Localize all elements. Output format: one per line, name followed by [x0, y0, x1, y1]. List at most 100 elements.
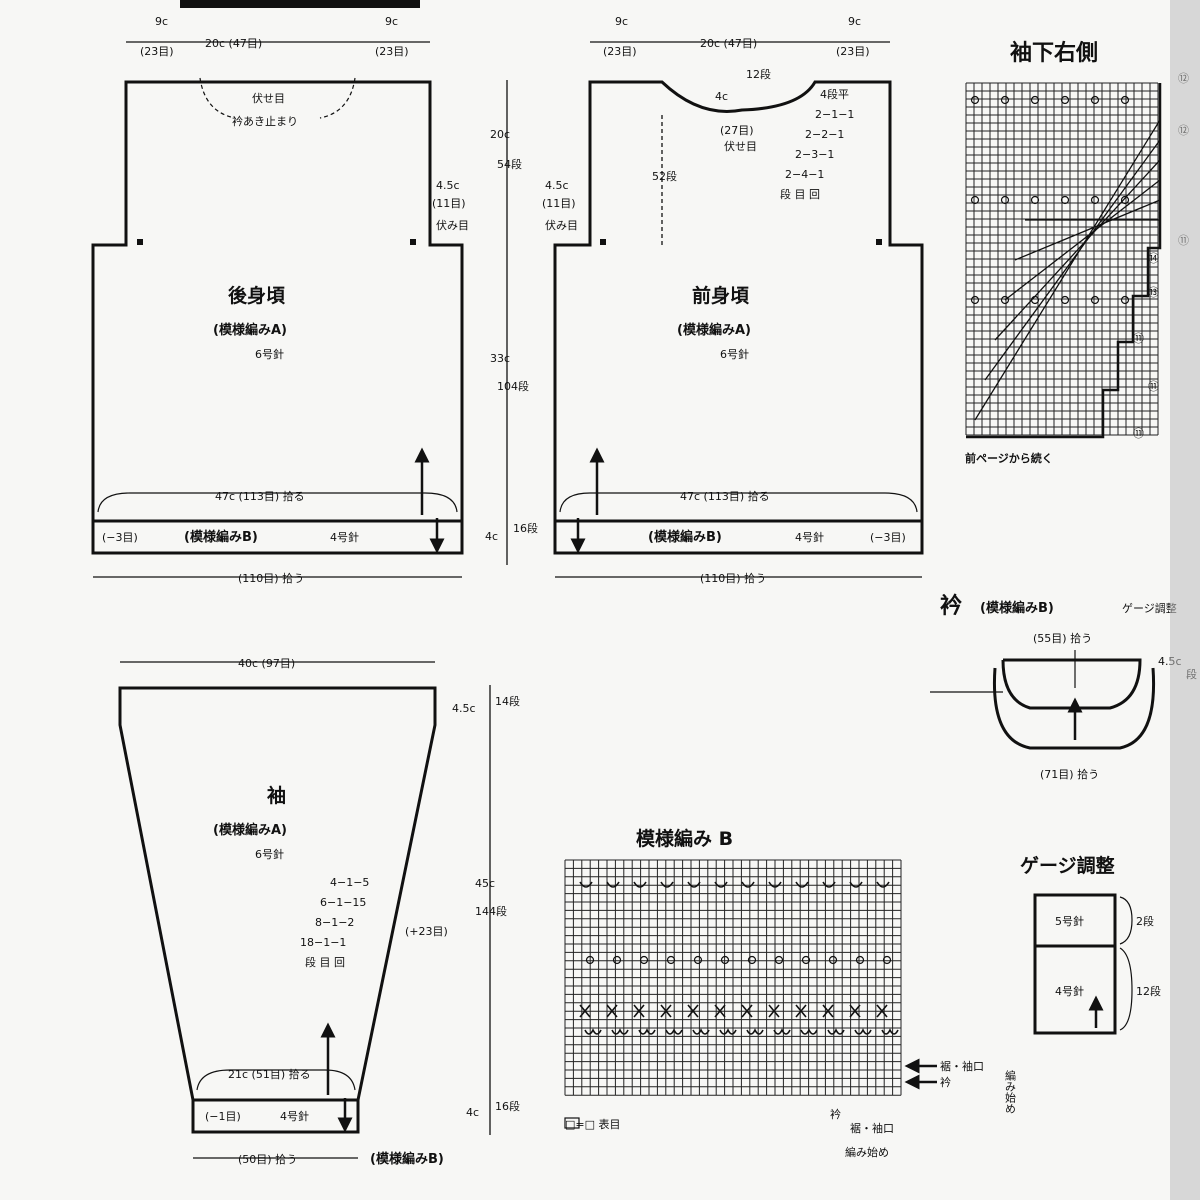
- sleeve-chart-step-edge: [966, 83, 1162, 439]
- front-neck-depth-cm: 4c: [715, 90, 728, 103]
- front-armhole-note: 伏み目: [545, 218, 578, 232]
- back-panel-outline: [91, 80, 464, 555]
- front-top-right-stitches: (23目): [836, 45, 870, 58]
- pattern-b-twist: [584, 1028, 602, 1035]
- front-shaping-4: 2−4−1: [785, 168, 824, 181]
- back-hem-stitch: (模様編みB): [184, 529, 258, 545]
- pattern-b-yo: [720, 955, 730, 965]
- back-top-center: 20c (47目): [205, 37, 262, 50]
- sleeve-shaping-3: 8−1−2: [315, 916, 354, 929]
- pattern-b-scallop: [795, 881, 809, 888]
- sleeve-hem-height-cm: 4c: [466, 1106, 479, 1119]
- back-armhole-stitches: (11目): [432, 197, 466, 210]
- sleeve-cuff-decrease: (−1目): [205, 1110, 241, 1123]
- pattern-b-cross: [849, 1004, 861, 1018]
- back-hem-decrease: (−3目): [102, 531, 138, 544]
- pattern-b-twist: [773, 1028, 791, 1035]
- pattern-b-twist: [638, 1028, 656, 1035]
- body-cm: 33c: [490, 352, 510, 365]
- pattern-b-yo: [639, 955, 649, 965]
- back-hem-pickup: 47c (113目) 拾る: [215, 489, 305, 503]
- header-bar: [180, 0, 420, 8]
- pattern-b-legend: □=□ 表目: [565, 1117, 621, 1131]
- sleeve-hem-height-rows: 16段: [495, 1099, 520, 1113]
- pattern-b-start-2: 衿: [940, 1075, 951, 1089]
- pattern-b-start-1: 裾・袖口: [940, 1059, 984, 1073]
- sleeve-chart-yo: [1060, 95, 1070, 105]
- sleeve-chart-diagonal: [994, 159, 1161, 341]
- sleeve-chart-yo: [1120, 95, 1130, 105]
- pattern-b-cross: [822, 1004, 834, 1018]
- pattern-b-start-3: 編み始め: [1004, 1069, 1017, 1114]
- front-top-right-width: 9c: [848, 15, 861, 28]
- sleeve-marker-8: ⑪: [1133, 427, 1144, 440]
- front-armhole-width: 4.5c: [545, 179, 569, 192]
- sleeve-marker-7: ⑪: [1148, 380, 1159, 393]
- collar-top: (55目) 拾う: [1033, 631, 1092, 645]
- front-neck-depth-rows: 12段: [746, 67, 771, 81]
- back-armhole-note: 伏み目: [436, 218, 469, 232]
- collar-bottom: (71目) 拾う: [1040, 767, 1099, 781]
- front-shaping-3: 2−3−1: [795, 148, 834, 161]
- back-bottom-total: (110目) 拾う: [238, 571, 304, 585]
- front-shaping-1: 2−1−1: [815, 108, 854, 121]
- pattern-b-bottom-3: 編み始め: [845, 1145, 889, 1159]
- pattern-b-cross: [660, 1004, 672, 1018]
- gauge-rows-bottom: 12段: [1136, 984, 1161, 998]
- front-shaping-2: 2−2−1: [805, 128, 844, 141]
- collar-title: 衿: [940, 593, 962, 619]
- back-top-left-width: 9c: [155, 15, 168, 28]
- pattern-b-yo: [774, 955, 784, 965]
- sleeve-chart-yo: [1060, 195, 1070, 205]
- collar-outer: [992, 667, 1156, 750]
- sleeve-shaping-4: 18−1−1: [300, 936, 346, 949]
- pattern-b-yo: [882, 955, 892, 965]
- pattern-b-cross: [633, 1004, 645, 1018]
- back-top-right-width: 9c: [385, 15, 398, 28]
- pattern-b-scallop: [660, 881, 674, 888]
- gauge-needle-bottom: 4号針: [1055, 984, 1084, 998]
- pattern-b-cross: [876, 1004, 888, 1018]
- body-rows: 104段: [497, 379, 529, 393]
- front-panel: 9c (23目) 20c (47目) 9c (23目) 4c 12段 (27目)…: [542, 15, 924, 585]
- sleeve-cuff-bracket: [196, 1069, 356, 1091]
- pattern-b-scallop: [687, 881, 701, 888]
- sleeve-marker-4: ⑭: [1148, 252, 1159, 265]
- front-title: 前身頃: [692, 284, 750, 307]
- back-stitch: (模様編みA): [213, 322, 287, 338]
- pattern-b-title: 模様編み B: [636, 827, 733, 850]
- sleeve: 40c (97目) 袖 (模様編みA) 6号針 4−1−5 6−1−15 8−1…: [118, 657, 520, 1167]
- back-marker-left: [137, 239, 143, 245]
- back-neck-label-2: 衿あき止まり: [232, 114, 298, 128]
- front-hem-bracket: [559, 492, 918, 513]
- sleeve-chart-title: 袖下右側: [1010, 40, 1098, 66]
- pattern-b-yo: [612, 955, 622, 965]
- sleeve-cuff-pickup: 21c (51目) 拾る: [228, 1067, 311, 1081]
- back-neck-arc: [199, 77, 356, 119]
- hem-rows: 16段: [513, 521, 538, 535]
- sleeve-mid-height-cm: 45c: [475, 877, 495, 890]
- gauge-bracket-top: [1119, 896, 1133, 945]
- scan-edge-shadow: [1170, 0, 1200, 1200]
- back-top-right-stitches: (23目): [375, 45, 409, 58]
- pattern-b-scallop: [849, 881, 863, 888]
- pattern-b-cross: [795, 1004, 807, 1018]
- pattern-b-grid: [564, 859, 902, 1096]
- sleeve-top-height-rows: 14段: [495, 694, 520, 708]
- front-shaping-5: 段 目 回: [780, 187, 820, 201]
- front-neck-rows: 52段: [652, 169, 677, 183]
- collar-inner: [1001, 658, 1142, 710]
- sleeve-chart-yo: [1000, 295, 1010, 305]
- front-hem-needle: 4号針: [795, 530, 824, 544]
- sleeve-chart-yo: [970, 295, 980, 305]
- front-top-left-stitches: (23目): [603, 45, 637, 58]
- sleeve-chart-grid: [965, 82, 1162, 439]
- front-top-center: 20c (47目): [700, 37, 757, 50]
- sleeve-chart: 袖下右側 前ページから続く ⑫ ⑫ ⑪ ⑭ ⑬ ⑪ ⑪ ⑪: [965, 40, 1189, 465]
- front-neck-bind: (27目): [720, 124, 754, 137]
- pattern-b-twist: [692, 1028, 710, 1035]
- sleeve-marker-5: ⑬: [1148, 286, 1159, 299]
- upper-cm: 20c: [490, 128, 510, 141]
- front-shaping-head: 4段平: [820, 87, 849, 101]
- pattern-b-yo: [855, 955, 865, 965]
